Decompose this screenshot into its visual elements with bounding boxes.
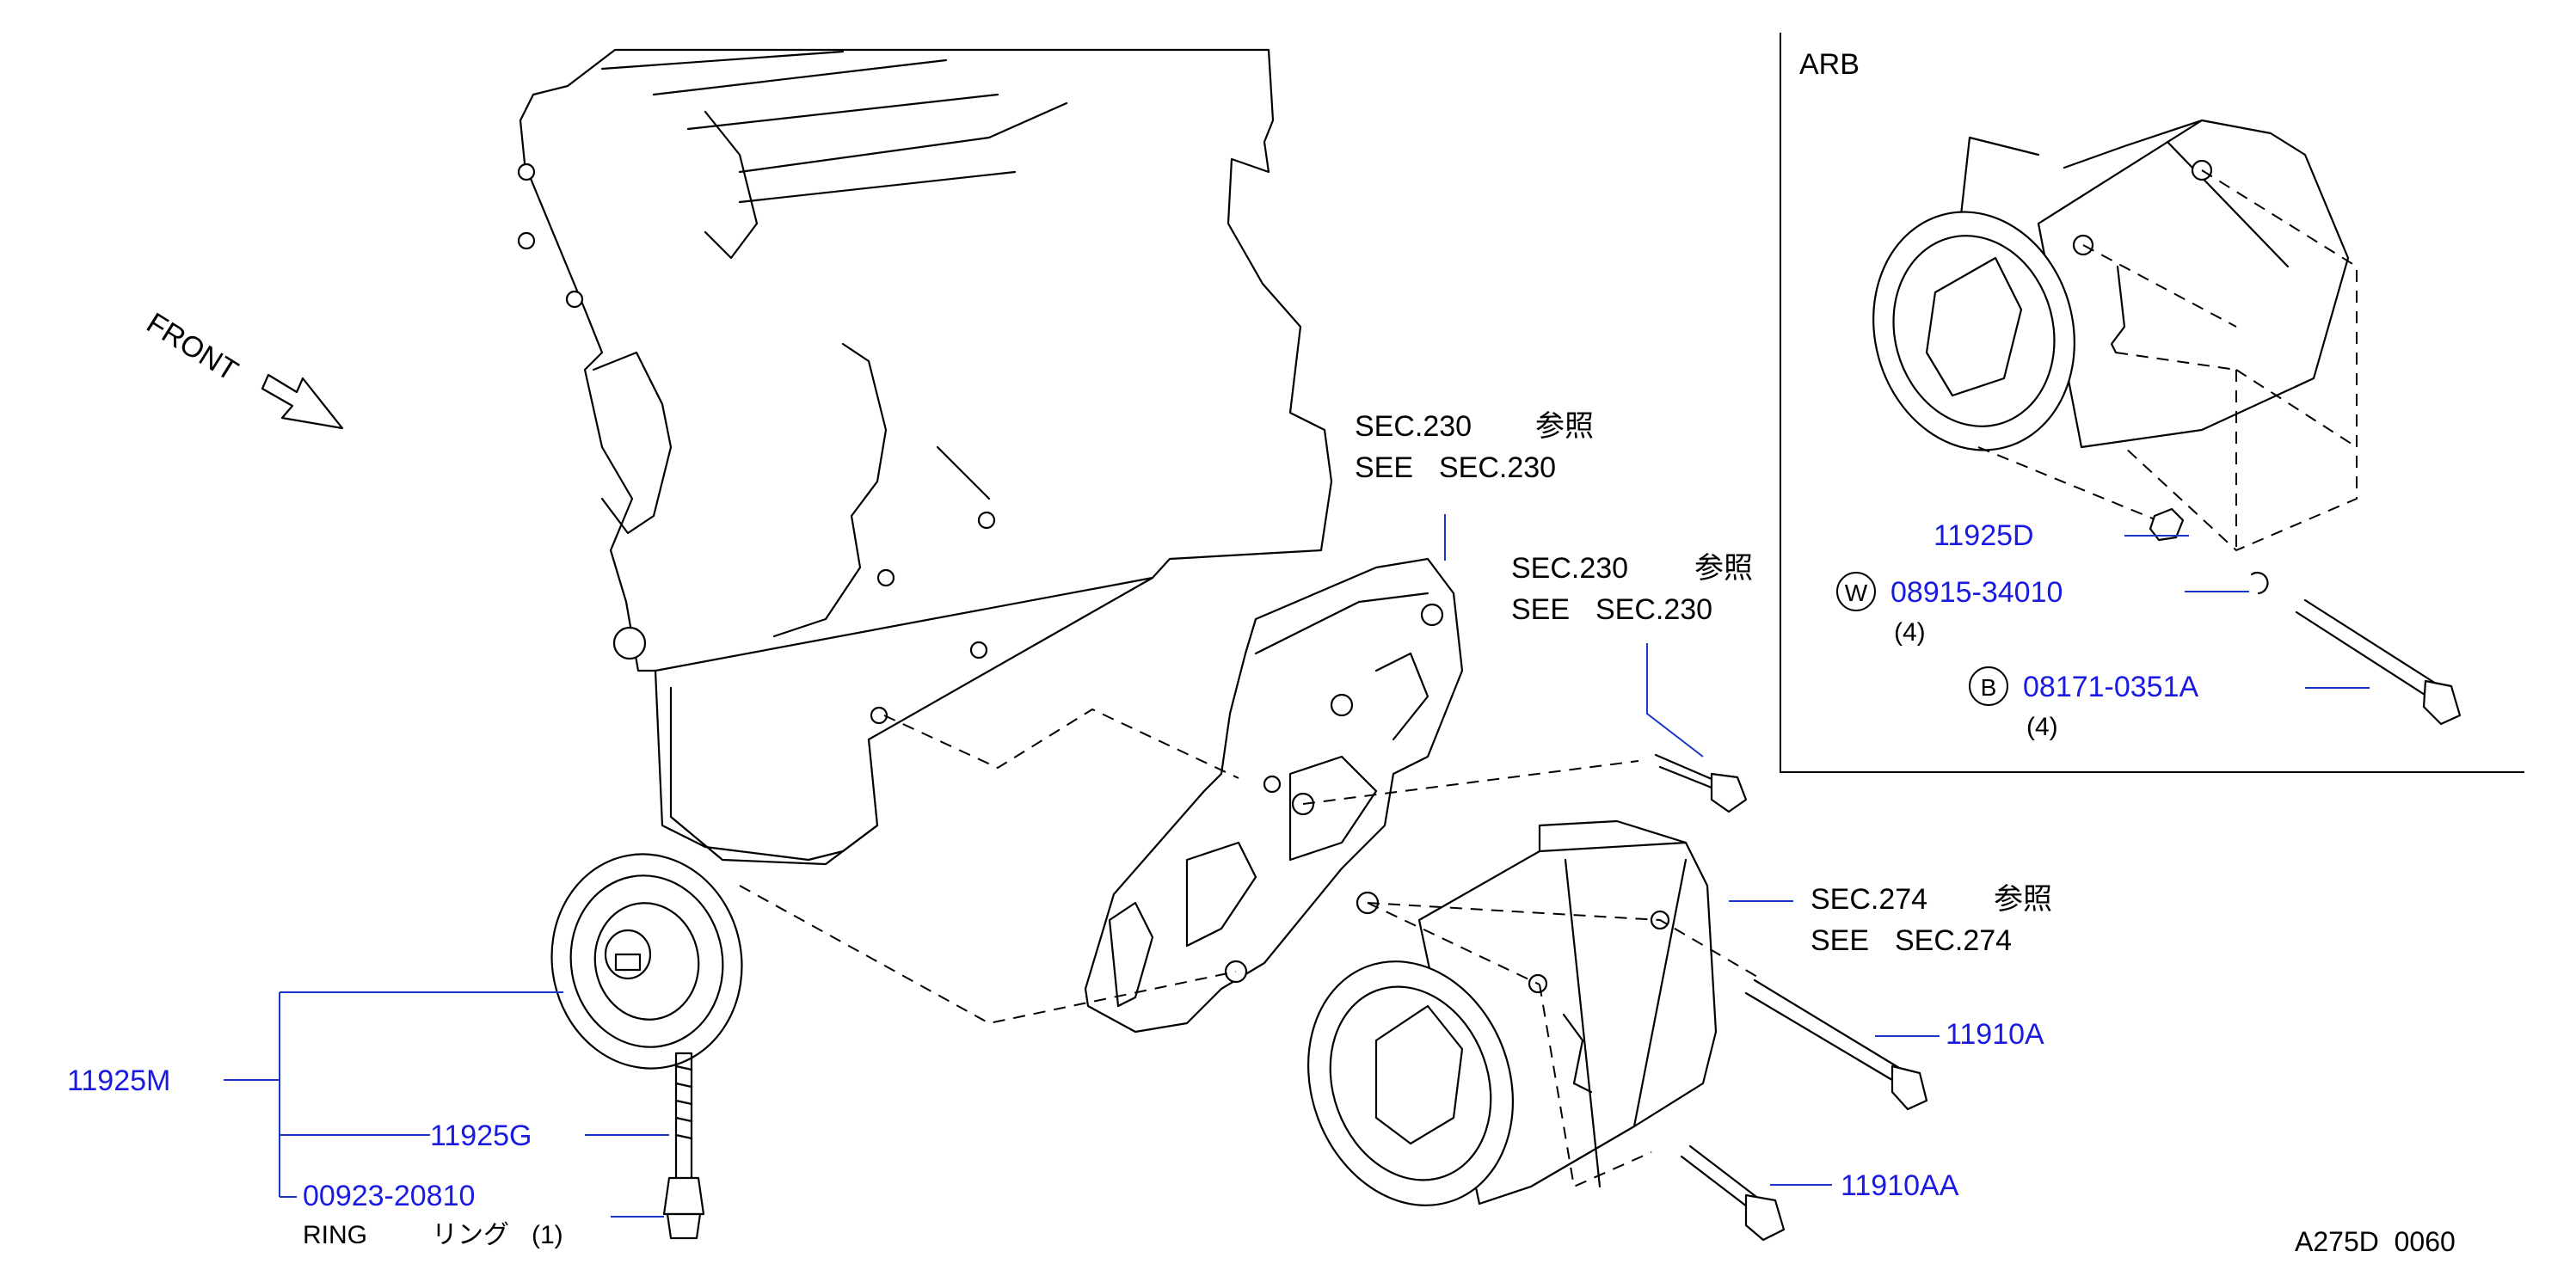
part-number-00923[interactable]: 00923-20810 (303, 1180, 475, 1212)
part-number-11925g[interactable]: 11925G (430, 1120, 532, 1152)
reference-label-1: SEC.230 参照 SEE SEC.230 (1355, 409, 1594, 484)
ref3-sec2: SEC.274 (1895, 924, 2012, 957)
ref3-jp: 参照 (1994, 882, 2052, 917)
symbol-w: W (1845, 580, 1868, 606)
front-label: FRONT (141, 307, 243, 388)
part-number-08171[interactable]: 08171-0351A (2023, 671, 2199, 703)
qty-08915: (4) (1894, 618, 1926, 647)
ref2-sec2: SEC.230 (1595, 593, 1712, 626)
part-number-11925m[interactable]: 11925M (67, 1064, 170, 1097)
ring-label: RING (303, 1221, 367, 1249)
front-arrow-icon (261, 373, 344, 430)
arb-inset: ARB (1780, 33, 2524, 773)
ref3-see: SEE (1811, 924, 1869, 957)
mounting-lines (739, 708, 1764, 1188)
front-indicator: FRONT (141, 307, 344, 430)
bolt-symbol-icon (1969, 666, 2008, 706)
ref2-see: SEE (1511, 593, 1570, 626)
inset-title: ARB (1799, 48, 1860, 81)
main-part-labels: 11910A 11910AA 11925M 11925G 00923-20810… (67, 1018, 2044, 1250)
part-number-11925d[interactable]: 11925D (1934, 519, 2034, 552)
qty-08171: (4) (2026, 713, 2058, 741)
bolt-group (662, 753, 1928, 1242)
ref1-sec2: SEC.230 (1439, 451, 1556, 484)
part-number-08915[interactable]: 08915-34010 (1891, 576, 2063, 609)
part-number-11910aa[interactable]: 11910AA (1841, 1169, 1959, 1202)
ac-compressor (1306, 819, 1718, 1206)
ref1-see: SEE (1355, 451, 1413, 484)
washer-symbol-icon (1836, 572, 1876, 611)
diagram-code: A275D 0060 (2295, 1226, 2456, 1257)
engine-block (517, 48, 1333, 866)
inset-part-labels: 11925D W 08915-34010 (4) B 08171-0351A (… (1836, 519, 2199, 741)
leader-lines (224, 514, 2370, 1218)
ref1-jp: 参照 (1535, 409, 1594, 444)
symbol-b: B (1981, 674, 1997, 701)
reference-label-3: SEC.274 参照 SEE SEC.274 (1811, 882, 2052, 957)
compressor-bracket (1084, 557, 1464, 1034)
ref1-sec: SEC.230 (1355, 410, 1472, 443)
ref3-sec: SEC.274 (1811, 883, 1927, 916)
pulley-assembly (550, 853, 743, 1070)
reference-label-2: SEC.230 参照 SEE SEC.230 (1511, 551, 1753, 626)
ref2-jp: 参照 (1694, 551, 1753, 586)
ring-jp-label: リング (432, 1220, 509, 1250)
part-number-11910a[interactable]: 11910A (1946, 1018, 2044, 1051)
ref2-sec: SEC.230 (1511, 552, 1628, 585)
ring-qty: (1) (532, 1221, 563, 1249)
